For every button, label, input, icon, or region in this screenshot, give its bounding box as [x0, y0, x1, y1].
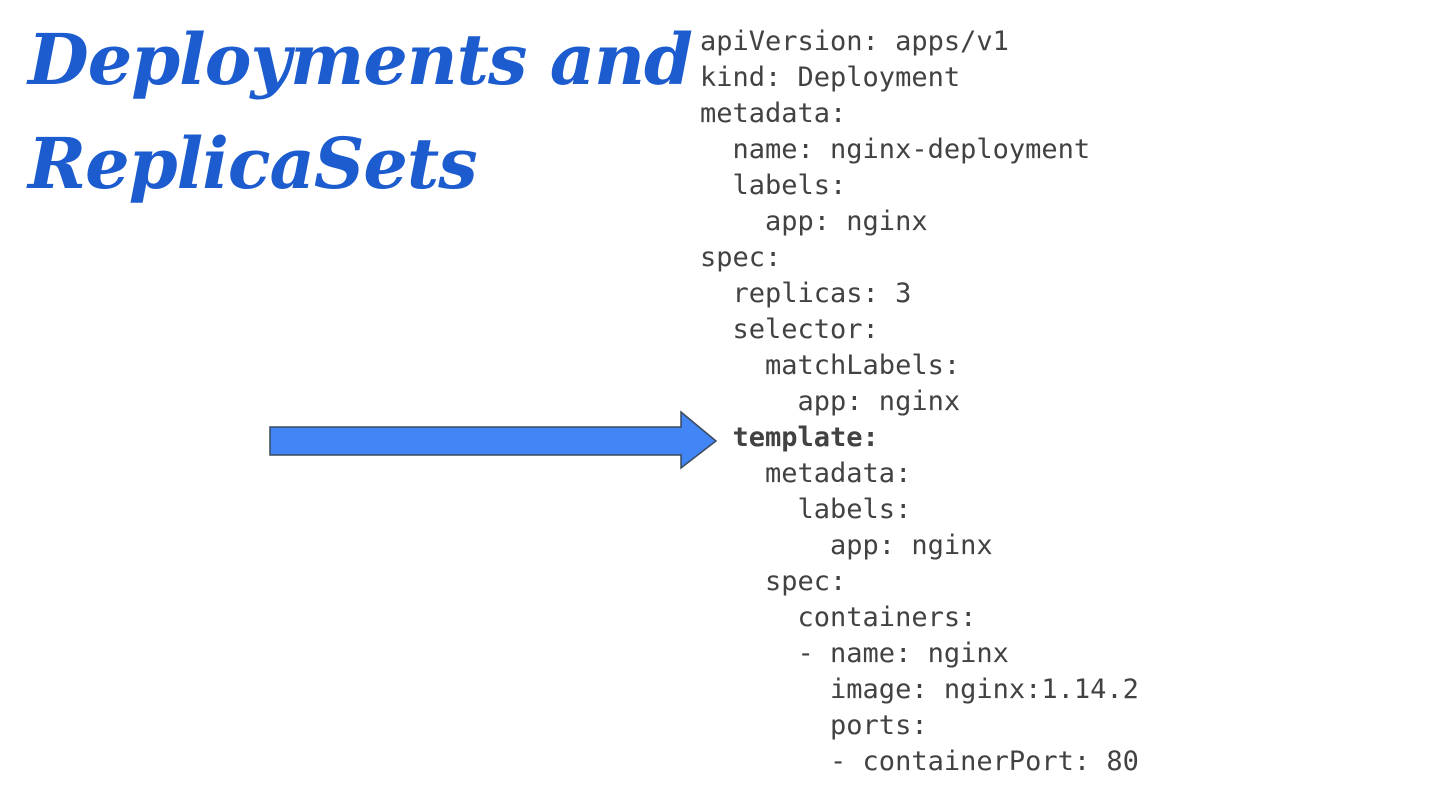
code-line: spec: — [700, 242, 782, 273]
code-line: apiVersion: apps/v1 — [700, 26, 1009, 57]
code-line: - name: nginx — [700, 638, 1009, 669]
code-line-highlighted: template: — [700, 422, 879, 453]
arrow-shape — [269, 410, 718, 470]
code-line: - containerPort: 80 — [700, 746, 1139, 777]
code-line: labels: — [700, 494, 912, 525]
right-arrow-icon — [269, 410, 718, 470]
code-line: spec: — [700, 566, 847, 597]
code-line: name: nginx-deployment — [700, 134, 1091, 165]
code-line: matchLabels: — [700, 350, 961, 381]
code-line: selector: — [700, 314, 879, 345]
yaml-code-block: apiVersion: apps/v1 kind: Deployment metad… — [700, 24, 1139, 780]
title-line-2: ReplicaSets — [28, 122, 478, 205]
code-line: app: nginx — [700, 206, 928, 237]
code-line: containers: — [700, 602, 977, 633]
slide-title: Deployments and ReplicaSets — [28, 8, 693, 216]
title-line-1: Deployments and — [28, 18, 693, 101]
code-line: metadata: — [700, 98, 847, 129]
code-line: kind: Deployment — [700, 62, 961, 93]
code-line: app: nginx — [700, 530, 993, 561]
code-line: replicas: 3 — [700, 278, 912, 309]
code-line: app: nginx — [700, 386, 961, 417]
code-line: labels: — [700, 170, 847, 201]
code-line: image: nginx:1.14.2 — [700, 674, 1139, 705]
code-line: metadata: — [700, 458, 912, 489]
code-line: ports: — [700, 710, 928, 741]
